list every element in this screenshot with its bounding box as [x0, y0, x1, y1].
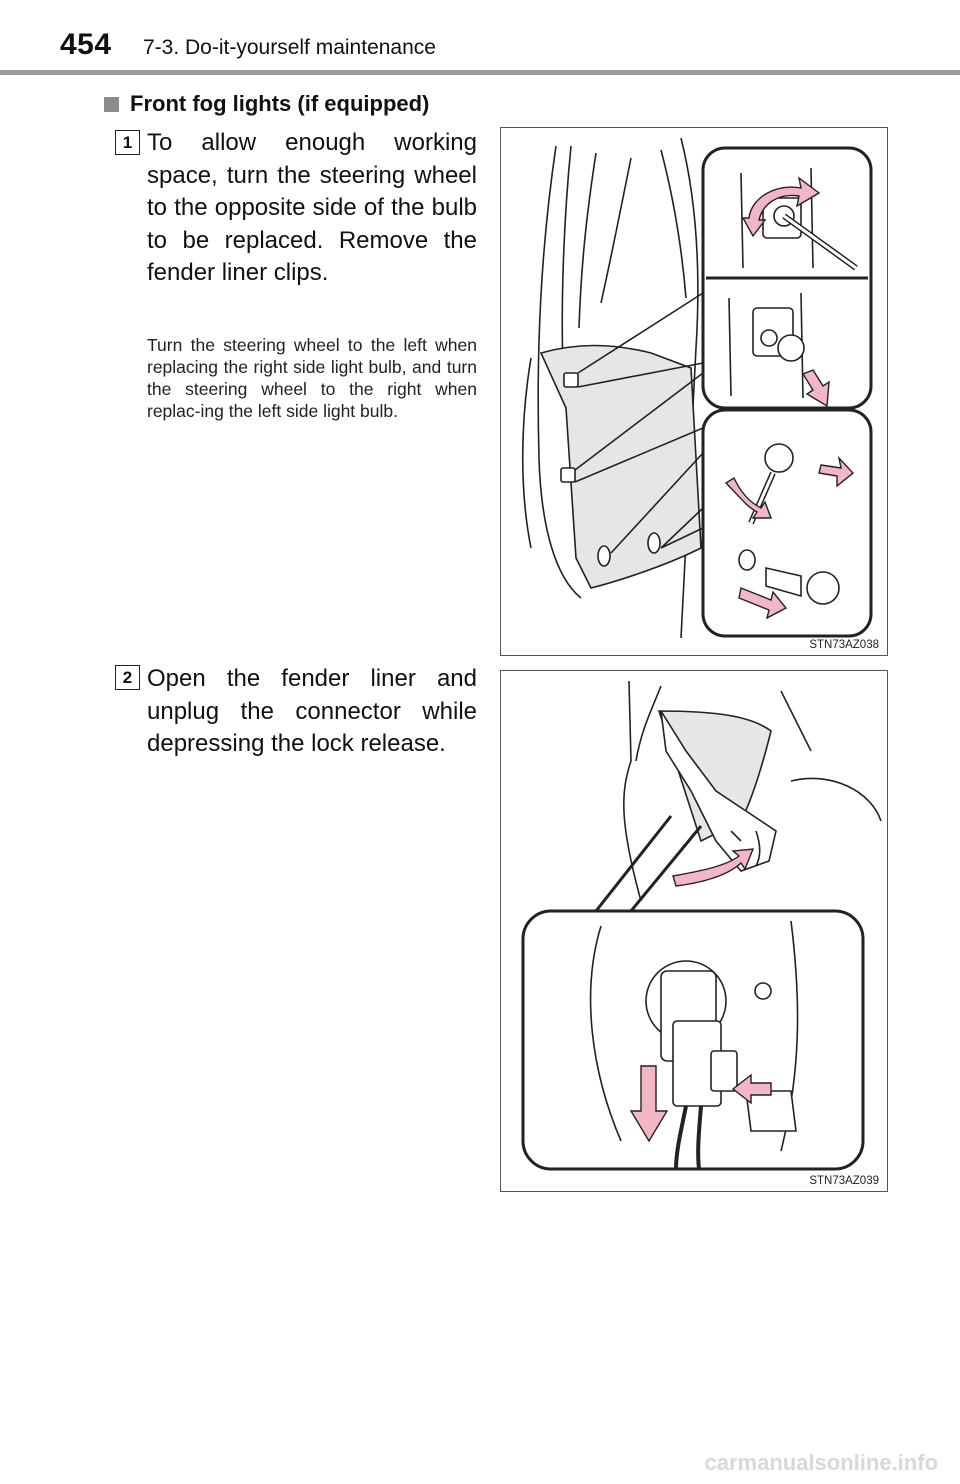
step-1-badge: 1 [115, 130, 140, 155]
figure-fog-light-connector: STN73AZ039 [500, 670, 888, 1192]
figure-code: STN73AZ038 [809, 639, 879, 651]
page-number: 454 [60, 28, 112, 61]
step-1-note: Turn the steering wheel to the left when… [147, 335, 477, 421]
section-title: 7-3. Do-it-yourself maintenance [143, 36, 436, 59]
page-header: 454 7-3. Do-it-yourself maintenance [0, 0, 960, 76]
step-1-text: To allow enough working space, turn the … [147, 129, 477, 286]
subheading-text: Front fog lights (if equipped) [130, 91, 430, 116]
figure-fender-liner-clips: STN73AZ038 [500, 127, 888, 656]
square-bullet-icon [104, 96, 119, 112]
fog-light-connector-illustration [521, 680, 882, 1171]
subheading: Front fog lights (if equipped) [104, 91, 429, 117]
figure-code: STN73AZ039 [809, 1175, 879, 1187]
fender-liner-clips-illustration [521, 137, 873, 639]
step-2-badge: 2 [115, 665, 140, 690]
step-2-text: Open the fender liner and unplug the con… [147, 665, 477, 757]
watermark: carmanualsonline.info [704, 1450, 939, 1475]
header-rule [0, 70, 960, 75]
